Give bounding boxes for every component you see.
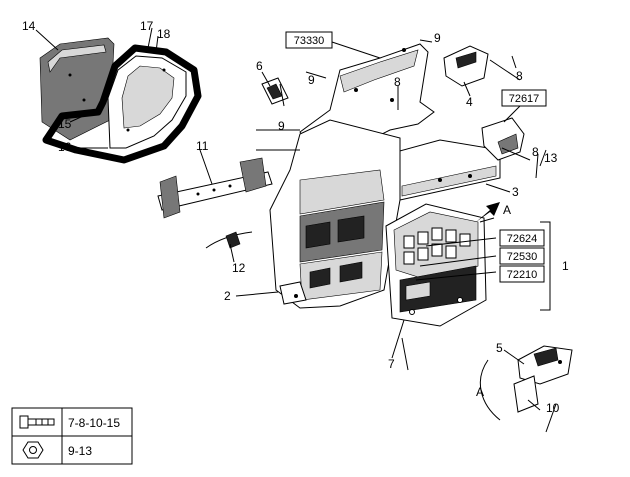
callout-14: 14 <box>22 19 36 33</box>
callout-13: 13 <box>544 151 558 165</box>
item-1-bracket <box>540 221 551 311</box>
callout-7: 7 <box>388 357 395 371</box>
callout-2: 2 <box>224 289 231 303</box>
callout-8-b: 8 <box>516 69 523 83</box>
svg-text:72624: 72624 <box>507 233 538 245</box>
callout-numbers: 14 17 18 15 16 6 9 9 9 8 8 8 4 11 13 3 A… <box>22 19 569 415</box>
nut-icon <box>22 441 44 459</box>
svg-text:73330: 73330 <box>294 35 325 47</box>
central-electrical-housing <box>269 119 401 309</box>
callout-9-c: 9 <box>278 119 285 133</box>
callout-9-a: 9 <box>308 73 315 87</box>
callout-3: 3 <box>512 185 519 199</box>
ref-box-72617: 72617 <box>501 89 547 107</box>
relay-block <box>403 227 471 265</box>
callout-6: 6 <box>256 59 263 73</box>
legend-bolt-refs: 7-8-10-15 <box>68 416 120 430</box>
small-bracket-6 <box>261 77 289 105</box>
side-cover-panel <box>39 37 115 141</box>
small-bracket-4 <box>443 45 489 87</box>
callout-15: 15 <box>58 117 72 131</box>
detail-arc-a <box>479 359 501 421</box>
ref-box-72210: 72210 <box>499 265 545 283</box>
bolt-icon <box>19 415 55 429</box>
svg-text:72210: 72210 <box>507 269 538 281</box>
callout-9-b: 9 <box>434 31 441 45</box>
cover-frame <box>107 55 187 149</box>
callout-4: 4 <box>466 95 473 109</box>
cover-gasket <box>42 44 202 164</box>
fastener-legend: 7-8-10-15 9-13 <box>11 407 133 465</box>
callout-a-detail: A <box>476 385 484 399</box>
callout-1: 1 <box>562 259 569 273</box>
svg-text:72530: 72530 <box>507 251 538 263</box>
callout-8-c: 8 <box>532 145 539 159</box>
cable-tie-12 <box>205 231 253 249</box>
view-arrow-a <box>476 202 500 222</box>
callout-18: 18 <box>157 27 171 41</box>
relay-fuse-box <box>385 203 487 327</box>
callout-8-a: 8 <box>394 75 401 89</box>
callout-16: 16 <box>58 140 72 154</box>
detail-bracket-5 <box>513 345 573 413</box>
legend-nut-refs: 9-13 <box>68 444 92 458</box>
callout-10: 10 <box>546 401 560 415</box>
side-bracket-72617 <box>481 117 525 161</box>
callout-5: 5 <box>496 341 503 355</box>
callout-12: 12 <box>232 261 246 275</box>
leader-lines <box>35 27 557 433</box>
callout-11: 11 <box>196 139 209 153</box>
callout-17: 17 <box>140 19 154 33</box>
ref-box-72530: 72530 <box>499 247 545 265</box>
support-arm-11 <box>157 157 273 219</box>
callout-a-view: A <box>503 203 511 217</box>
svg-text:72617: 72617 <box>509 93 540 105</box>
ref-box-72624: 72624 <box>499 229 545 247</box>
ref-box-73330: 73330 <box>285 31 333 49</box>
